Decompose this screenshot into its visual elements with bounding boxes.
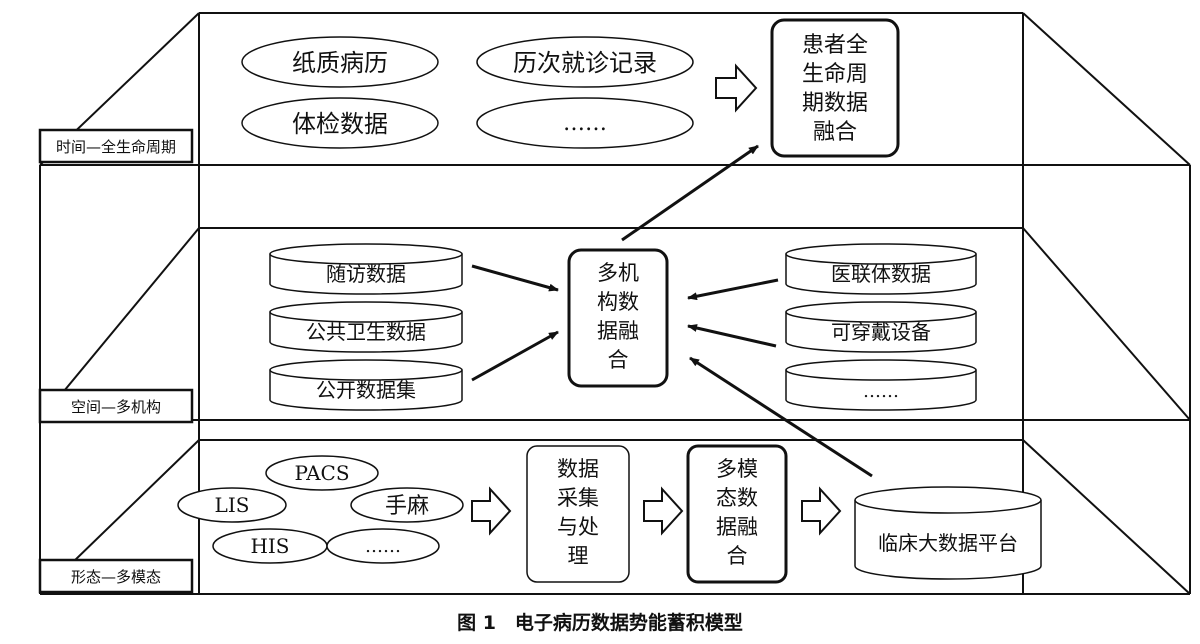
svg-text:据融: 据融 (716, 515, 758, 539)
svg-text:可穿戴设备: 可穿戴设备 (831, 320, 931, 344)
svg-text:LIS: LIS (215, 493, 250, 517)
db-medical-consortium: 医联体数据 (785, 243, 977, 295)
svg-text:纸质病历: 纸质病历 (292, 49, 388, 77)
svg-text:公开数据集: 公开数据集 (316, 378, 416, 402)
svg-text:公共卫生数据: 公共卫生数据 (306, 320, 426, 344)
svg-text:……: …… (863, 381, 899, 402)
svg-text:多机: 多机 (597, 261, 639, 285)
layer-label-form-text: 形态—多模态 (71, 568, 161, 586)
svg-text:合: 合 (608, 348, 629, 372)
figure-caption: 图 1 电子病历数据势能蓄积模型 (457, 611, 743, 634)
db-public-health: 公共卫生数据 (269, 301, 463, 353)
svg-text:手麻: 手麻 (385, 494, 429, 519)
arrow-followup (471, 264, 559, 292)
svg-text:态数: 态数 (716, 486, 758, 510)
oval-visit-records: 历次就诊记录 (476, 36, 694, 88)
layer-label-time-text: 时间—全生命周期 (56, 138, 176, 156)
source-his: HIS (212, 528, 328, 564)
multi-institution-fusion-box: 多机 构数 据融 合 (567, 248, 669, 388)
svg-text:临床大数据平台: 临床大数据平台 (878, 531, 1018, 555)
oval-checkup-data: 体检数据 (241, 97, 439, 149)
source-lis: LIS (177, 487, 287, 523)
block-arrow-to-multimodal (643, 486, 684, 536)
arrow-open-dataset (471, 330, 559, 382)
block-arrow-to-platform (801, 486, 842, 536)
source-more: …… (326, 528, 440, 564)
svg-text:构数: 构数 (597, 290, 639, 314)
clinical-platform-db: 临床大数据平台 (854, 486, 1042, 580)
source-anesthesia: 手麻 (350, 487, 464, 523)
data-collection-box: 数据 采集 与处 理 (526, 445, 630, 583)
lifecycle-fusion-box: 患者全 生命周 期数据 融合 (770, 18, 900, 158)
db-more: …… (785, 359, 977, 411)
layer-label-space: 空间—多机构 (38, 388, 194, 424)
layer-label-time: 时间—全生命周期 (38, 128, 194, 164)
arrows-middle (471, 144, 873, 478)
arrow-platform-to-multi (689, 356, 873, 478)
svg-text:融合: 融合 (813, 120, 857, 145)
svg-text:期数据: 期数据 (802, 91, 868, 116)
oval-more: …… (476, 97, 694, 149)
svg-text:……: …… (563, 111, 607, 136)
svg-text:理: 理 (568, 544, 589, 568)
svg-text:据融: 据融 (597, 319, 639, 343)
svg-text:采集: 采集 (557, 486, 599, 510)
source-pacs: PACS (265, 455, 379, 491)
block-arrow-to-process (471, 486, 512, 536)
db-open-dataset: 公开数据集 (269, 359, 463, 411)
block-arrow-top (715, 63, 758, 113)
svg-text:PACS: PACS (294, 461, 349, 485)
svg-text:数据: 数据 (557, 457, 599, 481)
oval-paper-records: 纸质病历 (241, 36, 439, 88)
svg-text:多模: 多模 (716, 457, 758, 481)
arrow-wearable (687, 324, 777, 348)
svg-text:历次就诊记录: 历次就诊记录 (513, 49, 657, 77)
svg-text:体检数据: 体检数据 (292, 110, 388, 138)
svg-text:HIS: HIS (250, 534, 289, 558)
svg-text:患者全: 患者全 (802, 33, 868, 58)
svg-text:医联体数据: 医联体数据 (831, 262, 931, 286)
frame (39, 12, 1191, 595)
db-wearable-devices: 可穿戴设备 (785, 301, 977, 353)
svg-text:生命周: 生命周 (802, 62, 868, 87)
db-followup: 随访数据 (269, 243, 463, 295)
svg-text:与处: 与处 (557, 515, 599, 539)
layer-label-space-text: 空间—多机构 (71, 398, 161, 416)
multimodal-fusion-box: 多模 态数 据融 合 (686, 444, 788, 584)
arrow-to-lifecycle (621, 144, 759, 242)
svg-text:合: 合 (727, 544, 748, 568)
svg-text:随访数据: 随访数据 (326, 262, 406, 286)
layer-label-form: 形态—多模态 (38, 558, 194, 594)
arrow-consortium (687, 278, 779, 301)
svg-text:……: …… (365, 536, 401, 557)
